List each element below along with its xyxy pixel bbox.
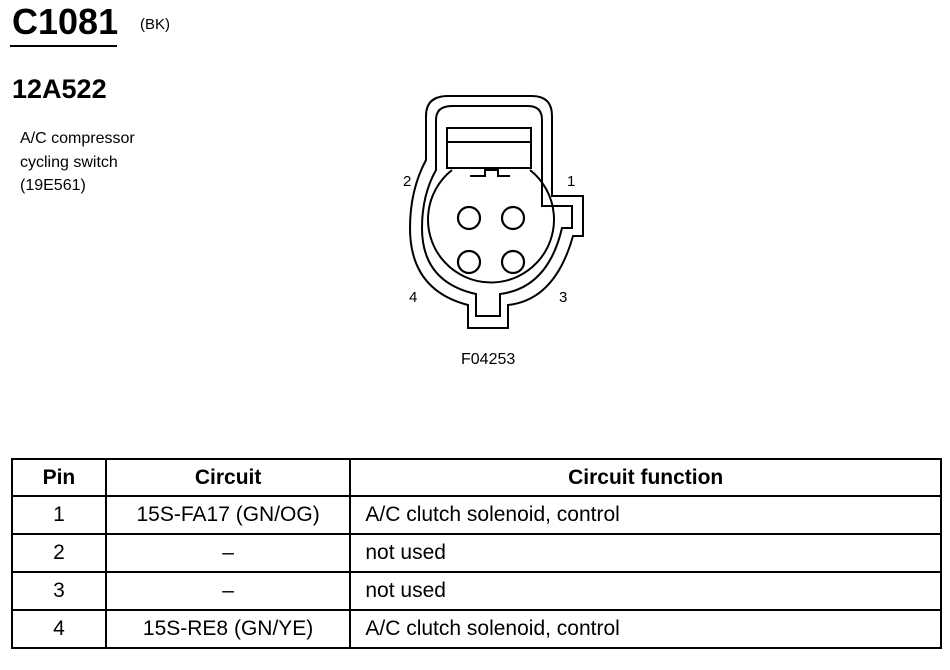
cell-pin: 3 bbox=[11, 571, 107, 611]
pin-label-2: 2 bbox=[403, 173, 411, 190]
key-notch bbox=[470, 169, 510, 177]
connector-inner-outline bbox=[420, 105, 573, 317]
table-header-row: Pin Circuit Circuit function bbox=[11, 458, 942, 497]
connector-id-underline bbox=[10, 45, 117, 47]
header-circuit: Circuit bbox=[104, 458, 352, 497]
table-row: 4 15S-RE8 (GN/YE) A/C clutch solenoid, c… bbox=[11, 609, 942, 649]
connector-color-code: (BK) bbox=[140, 16, 170, 33]
component-description-line: (19E561) bbox=[20, 177, 86, 194]
cell-circuit: 15S-RE8 (GN/YE) bbox=[104, 609, 352, 649]
component-description-line: cycling switch bbox=[20, 153, 118, 171]
cell-pin: 4 bbox=[11, 609, 107, 649]
pin-label-4: 4 bbox=[409, 289, 417, 306]
terminal-pin-4 bbox=[456, 249, 482, 275]
figure-code: F04253 bbox=[461, 351, 516, 368]
pin-table: Pin Circuit Circuit function 1 15S-FA17 … bbox=[11, 458, 942, 649]
table-row: 1 15S-FA17 (GN/OG) A/C clutch solenoid, … bbox=[11, 495, 942, 535]
cell-circuit: 15S-FA17 (GN/OG) bbox=[104, 495, 352, 535]
connector-face-diagram: 2 1 4 3 bbox=[403, 95, 584, 329]
component-description-line: A/C compressor bbox=[20, 130, 135, 147]
cell-circuit: – bbox=[104, 571, 352, 611]
part-number: 12A522 bbox=[12, 74, 107, 104]
locking-latch bbox=[446, 127, 532, 169]
header-pin: Pin bbox=[11, 458, 107, 497]
pin-cavity-outline bbox=[427, 169, 555, 284]
pin-label-3: 3 bbox=[559, 289, 567, 306]
terminal-pin-1 bbox=[500, 205, 526, 231]
table-row: 2 – not used bbox=[11, 533, 942, 573]
component-description: A/C compressor cycling switch (19E561) bbox=[20, 127, 135, 198]
cell-function: A/C clutch solenoid, control bbox=[349, 495, 942, 535]
connector-id: C1081 bbox=[12, 1, 119, 42]
header-circuit-function: Circuit function bbox=[349, 458, 942, 497]
terminal-pin-3 bbox=[500, 249, 526, 275]
cell-function: not used bbox=[349, 533, 942, 573]
cell-function: not used bbox=[349, 571, 942, 611]
connector-housing-outline bbox=[408, 95, 584, 329]
pin-label-1: 1 bbox=[567, 173, 575, 190]
terminal-pin-2 bbox=[456, 205, 482, 231]
table-row: 3 – not used bbox=[11, 571, 942, 611]
cell-pin: 1 bbox=[11, 495, 107, 535]
cell-function: A/C clutch solenoid, control bbox=[349, 609, 942, 649]
cell-circuit: – bbox=[104, 533, 352, 573]
cell-pin: 2 bbox=[11, 533, 107, 573]
